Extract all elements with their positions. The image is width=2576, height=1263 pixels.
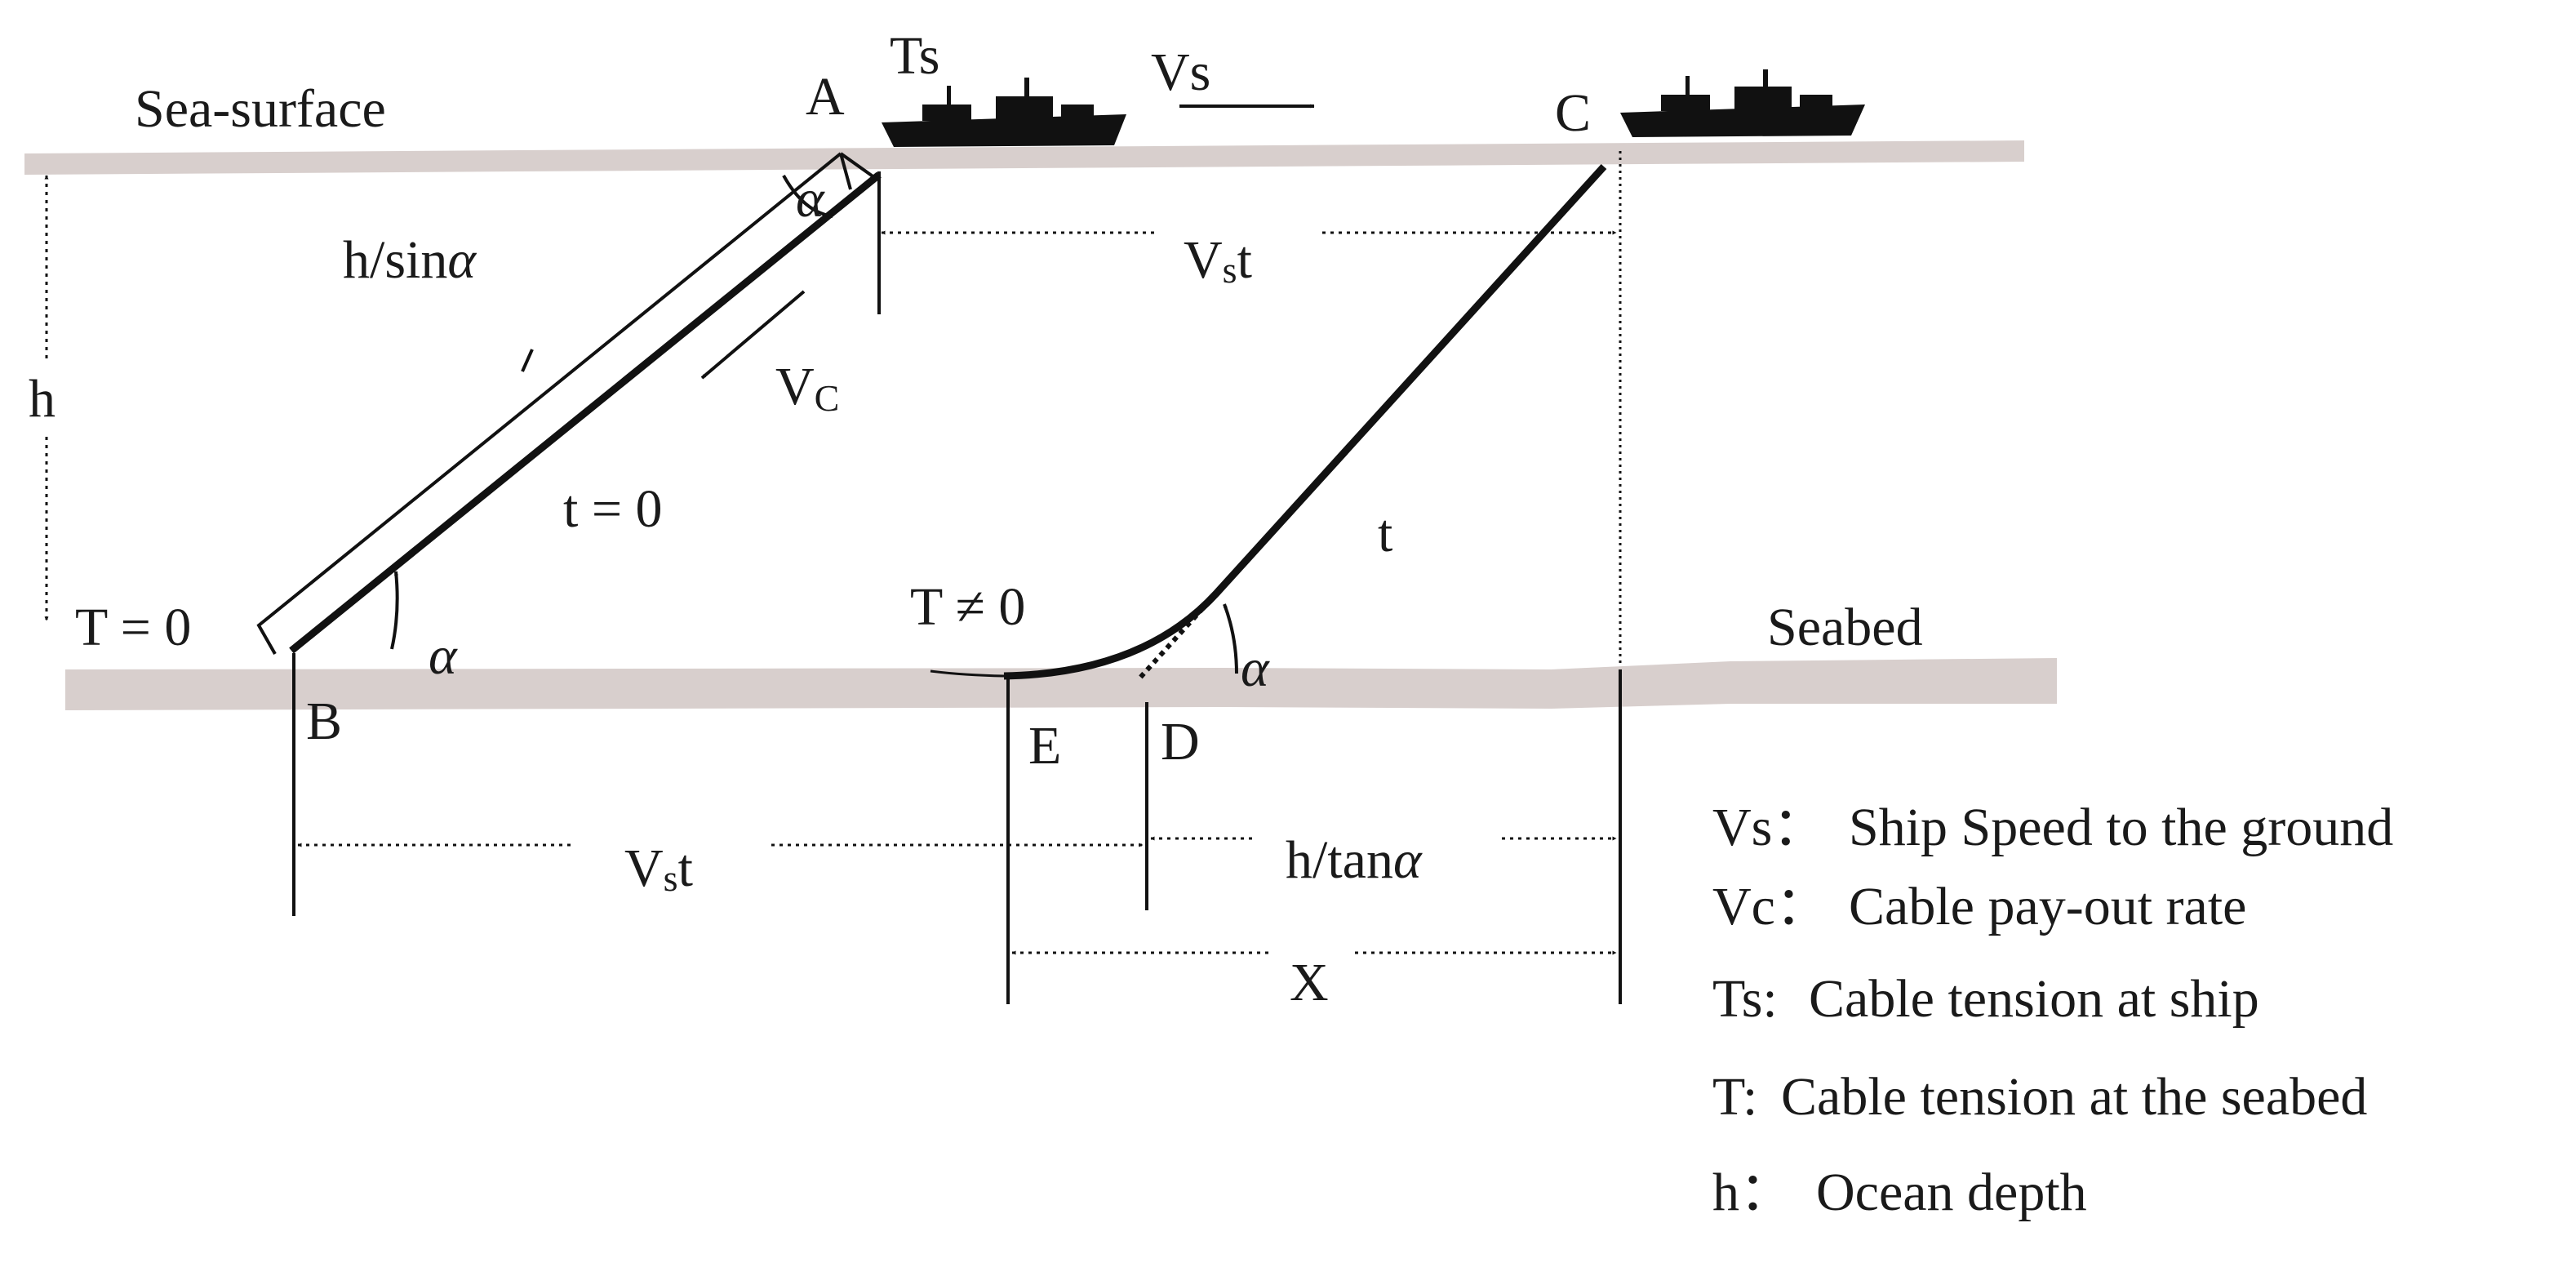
tension-zero-label: T = 0 [75,598,191,657]
h-tan-alpha-label: h/tanα [1286,830,1423,890]
legend: Vs： Ship Speed to the ground Vc： Cable p… [1712,798,2393,1222]
x-label: X [1290,953,1329,1012]
angle-arc-d [1223,603,1238,674]
cable-ab [289,171,882,654]
vst-top-label: Vst [1184,230,1252,291]
legend-key-vc: Vc： [1712,877,1829,936]
t-label: t [1378,504,1392,563]
legend-text-vc: Cable pay-out rate [1849,877,2246,936]
legend-key-t: T: [1712,1067,1757,1127]
legend-key-ts: Ts: [1712,969,1778,1029]
alpha-b-label: α [429,626,458,686]
legend-key-h: h： [1712,1163,1793,1222]
legend-text-t: Cable tension at the seabed [1781,1067,2367,1127]
vc-label: VC [775,357,839,419]
tension-nonzero-label: T ≠ 0 [910,577,1025,637]
ship-icon-2 [1620,69,1865,137]
angle-arc-a [782,175,833,218]
point-a-label: A [806,67,845,127]
brace-tick [521,349,534,372]
ship-icon [882,78,1126,147]
t-zero-label: t = 0 [563,479,663,539]
cable-tail [930,669,1005,678]
alpha-d-label: α [1241,638,1270,698]
point-d-label: D [1161,712,1200,772]
vs-label: Vs [1151,42,1210,102]
point-b-label: B [306,692,342,751]
legend-text-vs: Ship Speed to the ground [1849,798,2393,857]
angle-arc-b [390,571,399,650]
legend-key-vs: Vs： [1712,798,1826,857]
h-label: h [29,369,56,429]
h-sin-alpha-label: h/sinα [343,230,477,290]
sea-surface-label: Sea-surface [135,79,386,139]
cable-ce [1003,163,1607,680]
sea-surface-band [24,140,2024,175]
legend-text-ts: Cable tension at ship [1809,969,2259,1029]
cable-length-brace [256,152,879,655]
vst-bottom-label: Vst [624,838,693,899]
point-c-label: C [1555,83,1591,143]
point-e-label: E [1028,716,1061,776]
vc-arrow [700,290,806,380]
seabed-band [65,658,2057,710]
ts-label: Ts [890,26,939,86]
legend-text-h: Ocean depth [1816,1163,2087,1222]
seabed-label: Seabed [1767,598,1923,657]
alpha-a-label: α [796,169,825,229]
